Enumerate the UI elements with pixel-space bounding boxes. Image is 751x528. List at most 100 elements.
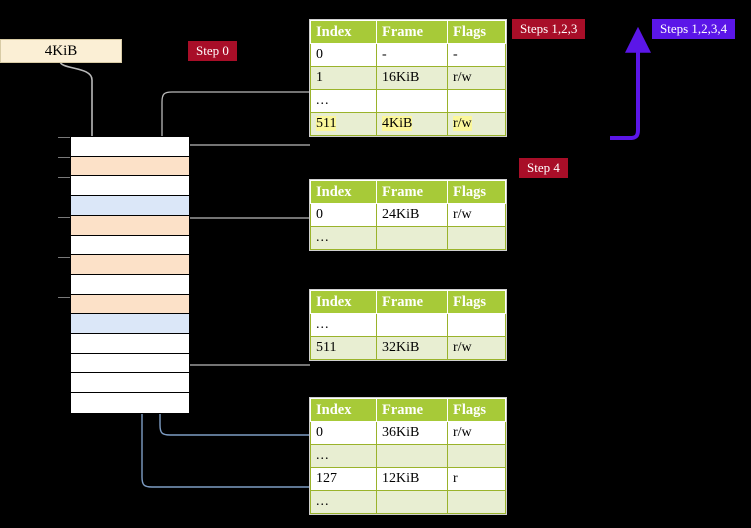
table-cell-flags bbox=[447, 490, 506, 514]
memory-tick bbox=[58, 257, 72, 258]
column-header-index: Index bbox=[310, 180, 377, 204]
column-header-frame: Frame bbox=[376, 398, 448, 422]
table-cell-index: ... bbox=[310, 490, 377, 514]
memory-tick bbox=[58, 297, 72, 298]
memory-frame-row bbox=[71, 255, 189, 275]
highlighted-value: 4KiB bbox=[382, 116, 413, 131]
page-size-label: 4KiB bbox=[0, 39, 122, 63]
table-cell-flags bbox=[447, 313, 506, 337]
table-row[interactable]: ... bbox=[310, 490, 506, 514]
memory-frame-row bbox=[71, 353, 189, 374]
column-header-flags: Flags bbox=[447, 180, 506, 204]
column-header-flags: Flags bbox=[447, 290, 506, 314]
ellipsis-marker: ... bbox=[316, 93, 330, 108]
table-cell-index: 0 bbox=[310, 43, 377, 67]
table-cell-frame bbox=[376, 313, 448, 337]
table-cell-flags bbox=[447, 444, 506, 468]
column-header-index: Index bbox=[310, 20, 377, 44]
memory-frame-row bbox=[71, 294, 189, 315]
badge-step-0[interactable]: Step 0 bbox=[188, 41, 237, 62]
memory-frame-row bbox=[71, 176, 189, 197]
table-row[interactable]: ... bbox=[310, 313, 506, 337]
table-cell-frame bbox=[376, 89, 448, 113]
memory-frame-row bbox=[71, 373, 189, 394]
table-cell-frame: 32KiB bbox=[376, 336, 448, 360]
column-header-flags: Flags bbox=[447, 20, 506, 44]
table-cell-frame bbox=[376, 490, 448, 514]
table-cell-index: ... bbox=[310, 313, 377, 337]
table-cell-flags: r/w bbox=[447, 66, 506, 90]
table-row[interactable]: 511 4KiB r/w bbox=[310, 112, 506, 136]
badge-steps-1234[interactable]: Steps 1,2,3,4 bbox=[652, 19, 736, 40]
memory-frame-row bbox=[71, 393, 189, 413]
column-header-index: Index bbox=[310, 398, 377, 422]
table-cell-flags: - bbox=[447, 43, 506, 67]
table-cell-index: ... bbox=[310, 226, 377, 250]
table-cell-index: 0 bbox=[310, 421, 377, 445]
table-cell-frame: 36KiB bbox=[376, 421, 448, 445]
memory-frame-row bbox=[71, 274, 189, 295]
table-cell-index: 511 bbox=[310, 336, 377, 360]
wire-t3row511-to-memory bbox=[175, 328, 310, 366]
table-cell-flags bbox=[447, 89, 506, 113]
memory-tick bbox=[58, 177, 72, 178]
memory-tick bbox=[58, 137, 72, 138]
highlighted-value: r/w bbox=[453, 116, 472, 131]
table-cell-frame bbox=[376, 444, 448, 468]
table-cell-frame: 4KiB bbox=[376, 112, 448, 136]
table-cell-frame: 24KiB bbox=[376, 203, 448, 227]
memory-frame-row bbox=[71, 235, 189, 256]
badge-step-4[interactable]: Step 4 bbox=[519, 158, 568, 179]
table-cell-frame bbox=[376, 226, 448, 250]
ellipsis-marker: ... bbox=[316, 494, 330, 509]
table-cell-flags: r/w bbox=[447, 336, 506, 360]
table-cell-flags bbox=[447, 226, 506, 250]
column-header-frame: Frame bbox=[376, 290, 448, 314]
memory-frame-row bbox=[71, 215, 189, 236]
table-row[interactable]: 0-- bbox=[310, 43, 506, 67]
table-cell-index: 0 bbox=[310, 203, 377, 227]
badge-steps-123[interactable]: Steps 1,2,3 bbox=[512, 19, 586, 40]
table-cell-index: 127 bbox=[310, 467, 377, 491]
table-cell-index: 511 bbox=[310, 112, 377, 136]
ellipsis-marker: ... bbox=[316, 448, 330, 463]
table-cell-frame: 12KiB bbox=[376, 467, 448, 491]
memory-frame-row bbox=[71, 196, 189, 216]
column-header-index: Index bbox=[310, 290, 377, 314]
table-cell-flags: r/w bbox=[447, 112, 506, 136]
table-cell-frame: - bbox=[376, 43, 448, 67]
physical-memory-column bbox=[70, 136, 190, 414]
table-row[interactable]: ... bbox=[310, 89, 506, 113]
page-size-text: 4KiB bbox=[44, 42, 78, 59]
memory-frame-row bbox=[71, 334, 189, 354]
table-cell-flags: r bbox=[447, 467, 506, 491]
ellipsis-marker: ... bbox=[316, 230, 330, 245]
table-cell-index: ... bbox=[310, 444, 377, 468]
column-header-frame: Frame bbox=[376, 20, 448, 44]
table-cell-frame: 16KiB bbox=[376, 66, 448, 90]
table-cell-flags: r/w bbox=[447, 203, 506, 227]
table-cell-index: ... bbox=[310, 89, 377, 113]
memory-frame-row bbox=[71, 156, 189, 177]
memory-frame-row bbox=[71, 314, 189, 335]
table-cell-flags: r/w bbox=[447, 421, 506, 445]
memory-frame-row bbox=[71, 137, 189, 157]
table-cell-index: 1 bbox=[310, 66, 377, 90]
table-row[interactable]: ... bbox=[310, 226, 506, 250]
ellipsis-marker: ... bbox=[316, 317, 330, 332]
table-row[interactable]: ... bbox=[310, 444, 506, 468]
